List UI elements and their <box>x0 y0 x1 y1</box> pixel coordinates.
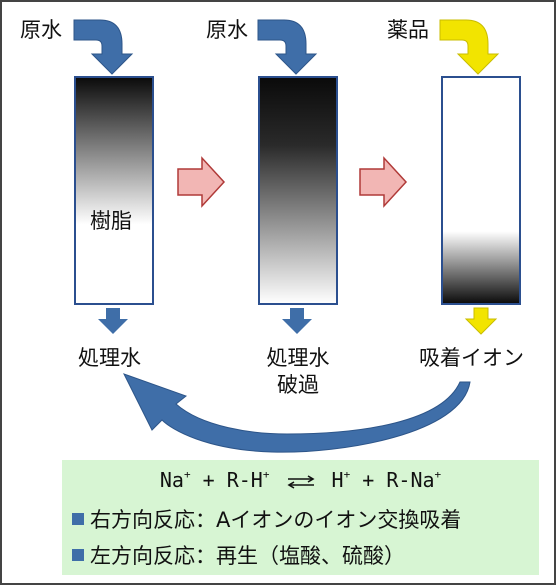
reversible-reaction-icon <box>286 474 315 489</box>
legend-note-reverse: 左方向反応：再生（塩酸、硫酸） <box>72 540 405 570</box>
raw-water-label-1: 原水 <box>20 18 62 42</box>
reaction-legend: Na+ + R-H+ H+ + R-Na+ 右方向反応：Aイオンのイオン交換吸着… <box>62 460 539 575</box>
absorbed-ions-label: 吸着イオン <box>419 346 524 370</box>
resin-column-2 <box>258 76 338 305</box>
treated-water-label-1: 処理水 <box>78 346 141 370</box>
legend-note-forward: 右方向反応：Aイオンのイオン交換吸着 <box>72 504 461 534</box>
breakthrough-label: 破過 <box>277 373 319 397</box>
eq-rh: R-H <box>226 468 263 492</box>
eq-h-charge: + <box>343 468 351 481</box>
eq-h: H <box>331 468 344 492</box>
chemical-arrow <box>439 19 500 75</box>
outflow-arrow-1 <box>98 308 128 334</box>
eq-plus-1: + <box>202 468 215 492</box>
chemical-label: 薬品 <box>387 18 429 42</box>
outflow-arrow-3 <box>464 307 498 335</box>
treated-water-label-2: 処理水 <box>266 346 330 370</box>
eq-plus-2: + <box>362 468 375 492</box>
outflow-arrow-2 <box>282 308 312 334</box>
resin-column-1 <box>74 76 154 305</box>
eq-rh-charge: + <box>262 468 270 481</box>
process-arrow-2 <box>359 156 408 208</box>
eq-na-charge: + <box>183 468 191 481</box>
reaction-equation: Na+ + R-H+ H+ + R-Na+ <box>62 468 539 492</box>
forward-reaction-text: 右方向反応：Aイオンのイオン交換吸着 <box>90 508 462 532</box>
return-arrow <box>122 373 471 453</box>
eq-rna-charge: + <box>434 468 442 481</box>
eq-rna: R-Na <box>386 468 435 492</box>
resin-label: 樹脂 <box>90 209 132 233</box>
square-bullet-icon <box>72 549 84 561</box>
process-arrow-1 <box>177 156 226 208</box>
inflow-arrow-1 <box>73 19 134 75</box>
reverse-reaction-text: 左方向反応：再生（塩酸、硫酸） <box>90 544 405 568</box>
resin-column-3 <box>441 76 521 305</box>
eq-na: Na <box>159 468 184 492</box>
raw-water-label-2: 原水 <box>206 18 248 42</box>
inflow-arrow-2 <box>257 19 318 75</box>
square-bullet-icon <box>72 513 84 525</box>
